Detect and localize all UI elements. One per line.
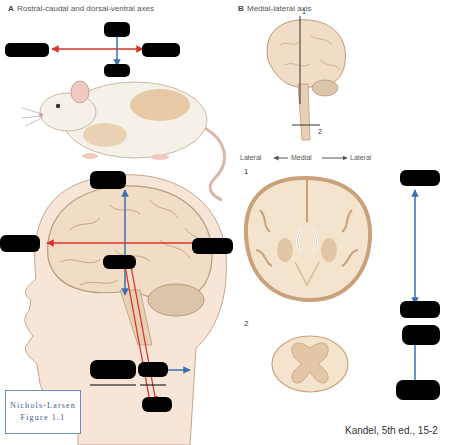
- thalamus: [295, 262, 319, 285]
- cortex: [246, 178, 370, 300]
- panel-heading: Rostral-caudal and dorsal-ventral axes: [17, 5, 154, 14]
- rostral-caudal-line: [131, 266, 156, 402]
- redaction: [142, 397, 172, 412]
- rostral-caudal-arrow: [47, 242, 204, 244]
- redaction: [400, 170, 440, 186]
- section-line: [300, 16, 301, 104]
- rat-eye: [56, 104, 60, 108]
- cerebellum: [312, 80, 338, 96]
- ventricles: [298, 228, 317, 252]
- rat-foot: [82, 153, 98, 159]
- redaction-blobs: [0, 22, 440, 412]
- redaction: [0, 235, 40, 252]
- cerebellum: [148, 284, 204, 316]
- gray-nucleus: [277, 238, 293, 262]
- rat-patch: [130, 89, 190, 121]
- redaction: [103, 255, 136, 269]
- rat-whiskers: [22, 108, 42, 126]
- redaction: [138, 362, 168, 377]
- section-number: 2: [244, 320, 248, 329]
- redaction: [104, 22, 130, 37]
- brain: [267, 20, 345, 88]
- rat-patch: [83, 123, 127, 147]
- medial-lateral-arrow: [274, 158, 288, 159]
- section-number: 1: [244, 168, 248, 177]
- rat-ear: [71, 81, 89, 103]
- rat-tail: [205, 128, 225, 200]
- ventricle-outline: [298, 228, 317, 252]
- redaction: [90, 360, 136, 379]
- rat-foot: [151, 154, 169, 160]
- spinal-cord-section: [272, 336, 348, 392]
- medial-lateral-arrow: [322, 158, 347, 159]
- redaction: [104, 64, 130, 77]
- underline: [90, 385, 136, 386]
- rostral-caudal-line: [125, 266, 150, 402]
- dorsal-ventral-arrow: [414, 344, 416, 382]
- section-number: 2: [318, 128, 322, 136]
- redaction: [142, 43, 180, 57]
- redaction: [396, 380, 440, 400]
- rat-illustration: [22, 81, 225, 200]
- panel-heading: Medial-lateral axis: [247, 5, 311, 14]
- sulci: [256, 210, 358, 266]
- redaction: [5, 43, 49, 57]
- panel-letter: A: [8, 5, 14, 14]
- coronal-section: [246, 178, 370, 300]
- side-brain-illustration: [267, 20, 345, 140]
- brainstem: [120, 290, 152, 345]
- panel-letter: B: [238, 5, 244, 14]
- axis-label: Lateral: [240, 154, 261, 162]
- box-text: Nichols-Larsen Figure 1.1: [6, 400, 80, 424]
- gray-nucleus: [321, 238, 337, 262]
- redaction: [400, 301, 440, 318]
- brain: [48, 186, 212, 302]
- axis-label: Medial: [291, 154, 312, 162]
- underline: [140, 385, 166, 386]
- redaction: [192, 238, 233, 254]
- dorsal-ventral-arrow: [116, 36, 118, 66]
- brain-gyri: [280, 35, 340, 70]
- rostral-caudal-arrow: [52, 48, 143, 50]
- redaction: [90, 171, 126, 189]
- dorsal-ventral-arrow: [414, 190, 416, 304]
- source-credit: Kandel, 5th ed., 15-2: [345, 425, 438, 436]
- axis-label: Lateral: [350, 154, 371, 162]
- midline-fissure: [306, 180, 308, 222]
- redaction: [402, 325, 440, 345]
- citation-box: Nichols-Larsen Figure 1.1: [5, 390, 81, 434]
- gray-matter: [292, 343, 329, 383]
- section-line: [292, 125, 320, 126]
- spinal-cord: [272, 336, 348, 392]
- section-number: 1: [302, 8, 306, 16]
